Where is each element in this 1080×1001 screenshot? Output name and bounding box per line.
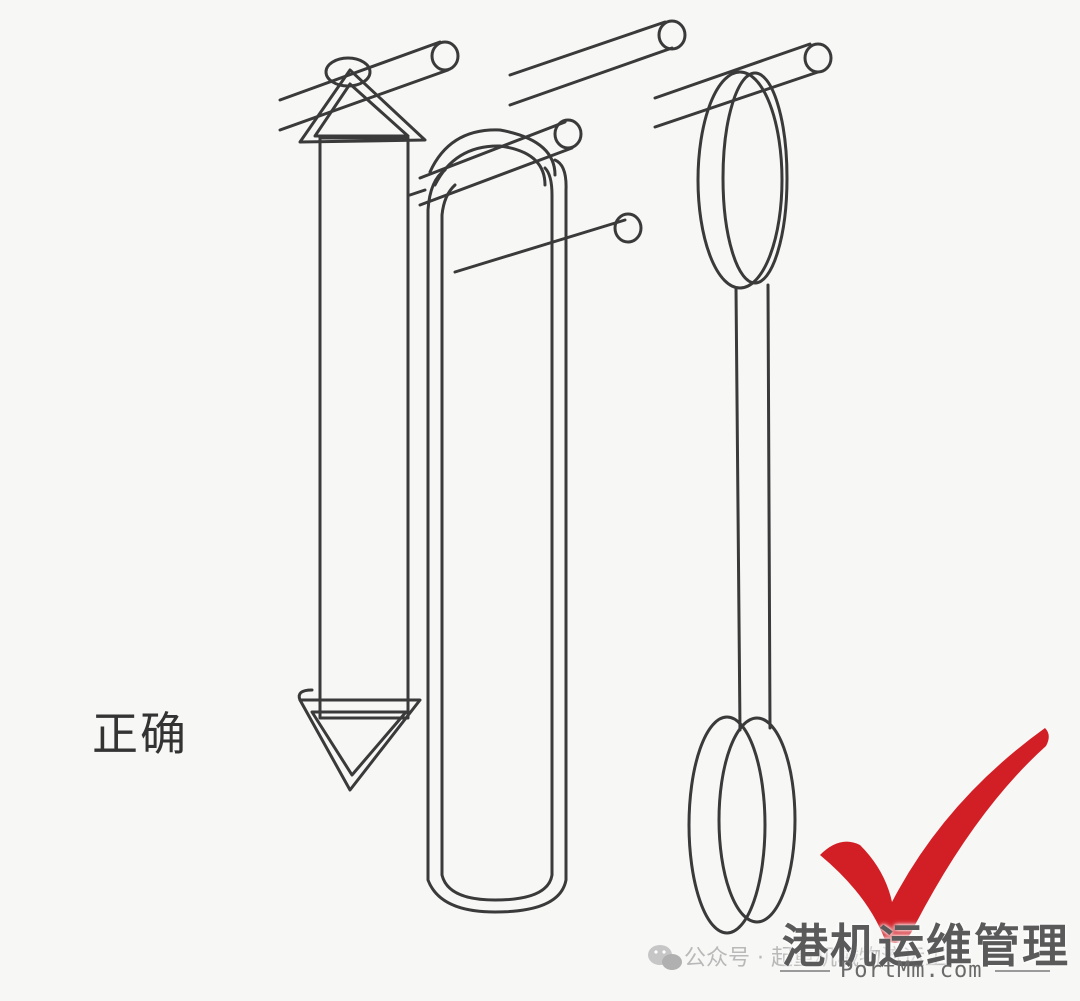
middle-upper-crossbar xyxy=(508,19,687,107)
watermark-rule-right xyxy=(995,970,1050,972)
left-crossbar xyxy=(278,40,460,132)
watermark-url: PortMm.com xyxy=(840,958,983,983)
right-crossbar xyxy=(653,42,833,129)
watermark-rule-left xyxy=(780,970,830,972)
endless-loop-sling xyxy=(408,118,643,914)
watermark-source: 公众号 · 起重机械物流运工 xyxy=(684,946,947,971)
round-sling xyxy=(687,70,797,935)
watermark-brand: 港机运维管理 xyxy=(782,919,1070,973)
checkmark-icon xyxy=(820,728,1049,943)
wechat-icon xyxy=(648,945,682,970)
caption-correct: 正确 xyxy=(92,707,188,761)
flat-webbing-sling xyxy=(297,56,427,792)
